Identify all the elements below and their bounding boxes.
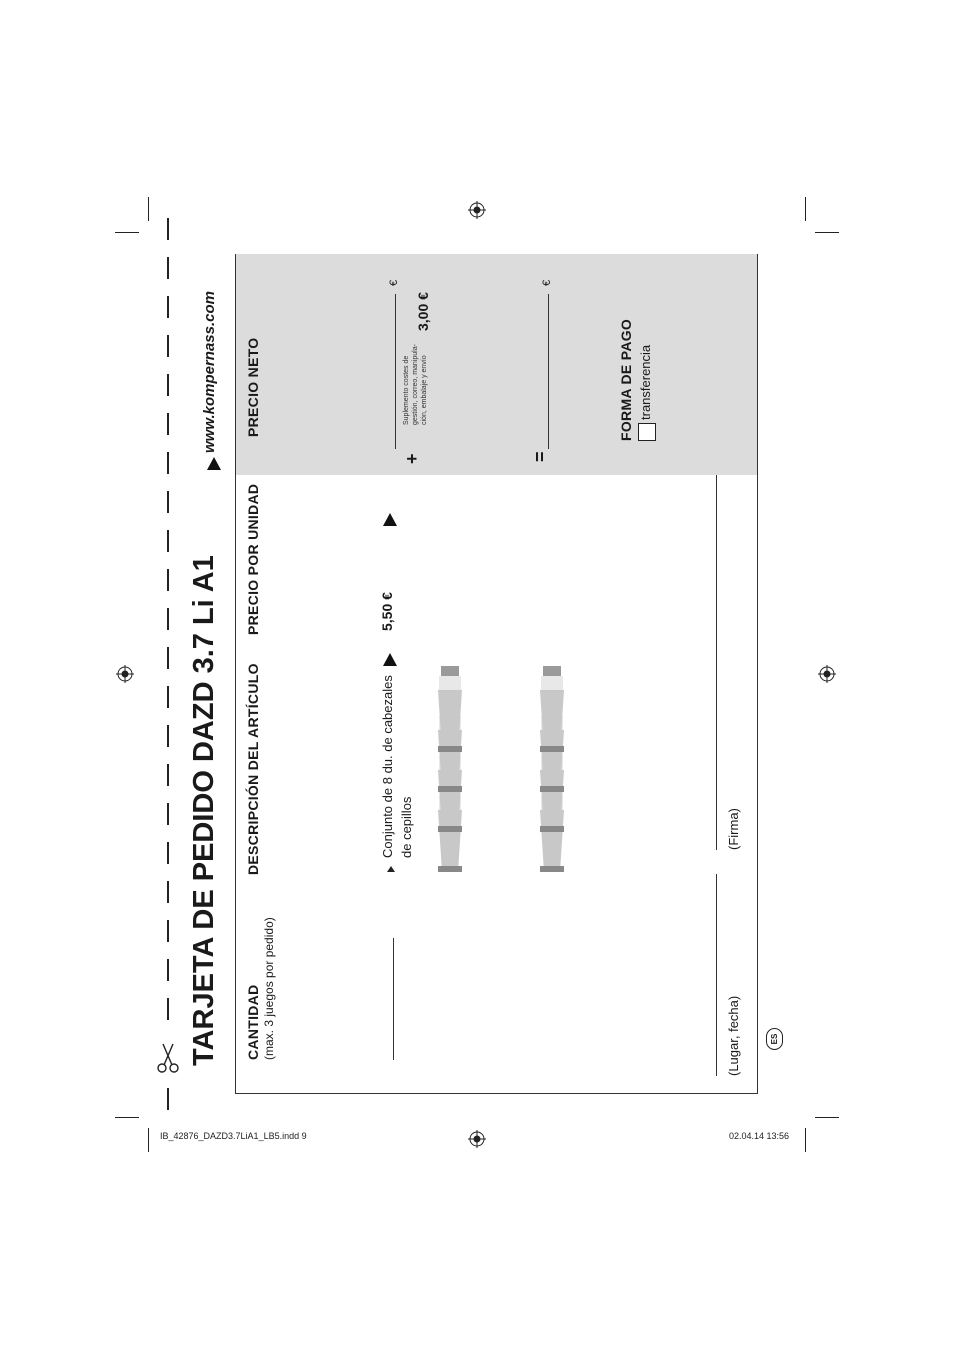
bullet-icon [387,866,395,872]
surcharge-amount: 3,00 € [415,292,431,331]
equals-sign: = [530,451,550,462]
crop-mark [115,1117,139,1118]
item-description: Conjunto de 8 du. de cabezales de cepill… [378,675,416,858]
brush-head-icon [540,666,564,752]
brush-head-icon [438,666,462,752]
quantity-field[interactable] [393,938,394,1060]
item-description-line: de cepillos [399,796,414,858]
crop-mark [815,232,839,233]
page-title: TARJETA DE PEDIDO DAZD 3.7 Li A1 [188,555,220,1066]
payment-heading: FORMA DE PAGO [618,318,634,441]
crop-mark [805,1128,806,1152]
registration-mark-icon [468,1130,486,1148]
place-date-label: (Lugar, fecha) [726,995,741,1076]
net-price-panel [235,254,757,475]
signature-separator [235,1093,757,1094]
website-link[interactable]: www.kompernass.com [201,291,218,453]
order-card: TARJETA DE PEDIDO DAZD 3.7 Li A1 www.kom… [160,254,783,1094]
registration-mark-icon [818,665,836,683]
crop-mark [115,232,139,233]
quantity-note: (max. 3 juegos por pedido) [262,917,276,1060]
crop-mark [148,1128,149,1152]
arrow-icon [383,513,397,526]
total-currency: € [541,279,553,286]
surcharge-note-line: Suplemento costes de [403,355,410,425]
item-description-line: Conjunto de 8 du. de cabezales [380,675,395,858]
crop-mark [805,197,806,221]
place-date-field[interactable] [716,874,717,1076]
scissors-icon [157,1043,179,1073]
description-header: DESCRIPCIÓN DEL ARTÍCULO [245,663,261,875]
crop-mark [148,197,149,221]
card-border-bottom [757,254,758,1094]
net-price-header: PRECIO NETO [245,337,261,437]
card-border-top [235,254,236,1094]
unit-price-value: 5,50 € [379,592,395,631]
registration-mark-icon [468,201,486,219]
surcharge-currency: € [388,279,400,286]
quantity-header: CANTIDAD [245,984,261,1060]
footer-file: IB_42876_DAZD3.7LiA1_LB5.indd 9 [160,1131,307,1141]
total-price-field[interactable] [548,294,549,449]
arrow-icon [207,457,221,470]
transfer-checkbox[interactable] [638,423,656,441]
language-badge: ES [766,1028,783,1050]
unit-price-header: PRECIO POR UNIDAD [245,483,261,635]
plus-sign: + [402,453,422,464]
surcharge-line [395,294,396,449]
registration-mark-icon [116,665,134,683]
signature-field[interactable] [716,475,717,850]
transfer-label: transferencia [638,344,653,420]
footer-datetime: 02.04.14 13:56 [729,1131,790,1141]
signature-label: (Firma) [726,808,741,850]
crop-mark [815,1117,839,1118]
arrow-icon [383,653,397,666]
